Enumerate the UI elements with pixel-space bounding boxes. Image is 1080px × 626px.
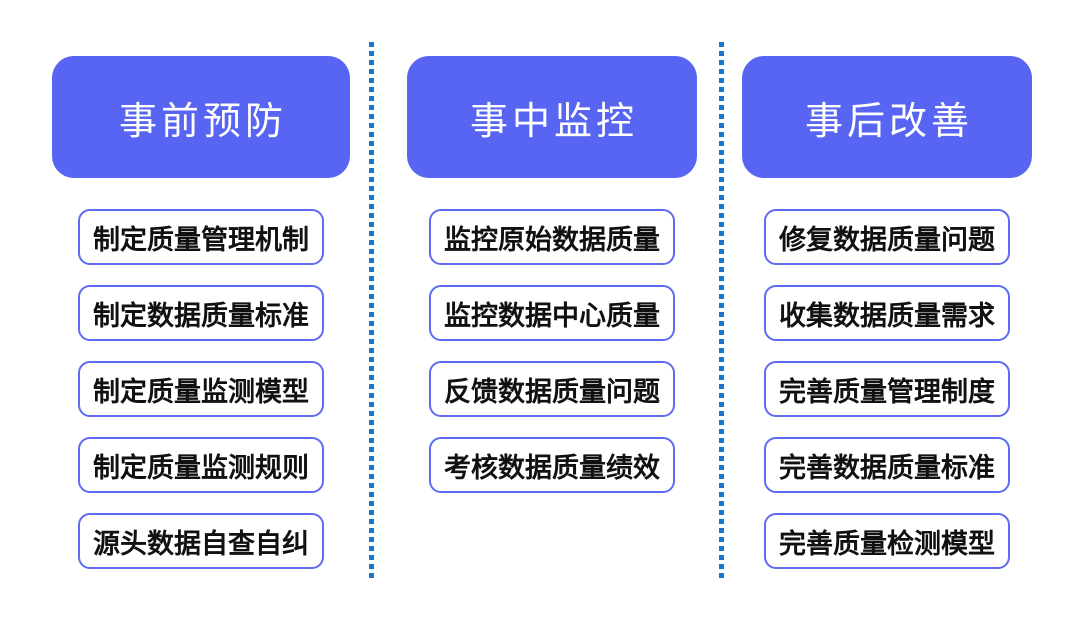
process-item: 完善质量管理制度	[764, 361, 1010, 417]
column-in-event-monitoring: 事中监控 监控原始数据质量 监控数据中心质量 反馈数据质量问题 考核数据质量绩效	[407, 56, 697, 513]
process-item: 制定质量监测模型	[78, 361, 324, 417]
process-item: 完善数据质量标准	[764, 437, 1010, 493]
process-item: 监控数据中心质量	[429, 285, 675, 341]
process-item: 制定质量管理机制	[78, 209, 324, 265]
column-header: 事后改善	[742, 56, 1032, 178]
process-item: 完善质量检测模型	[764, 513, 1010, 569]
process-item: 制定质量监测规则	[78, 437, 324, 493]
process-item: 源头数据自查自纠	[78, 513, 324, 569]
column-post-event-improvement: 事后改善 修复数据质量问题 收集数据质量需求 完善质量管理制度 完善数据质量标准…	[742, 56, 1032, 589]
process-item: 监控原始数据质量	[429, 209, 675, 265]
process-item: 制定数据质量标准	[78, 285, 324, 341]
dotted-divider	[719, 42, 724, 582]
column-header: 事前预防	[52, 56, 350, 178]
process-item: 反馈数据质量问题	[429, 361, 675, 417]
column-pre-event-prevention: 事前预防 制定质量管理机制 制定数据质量标准 制定质量监测模型 制定质量监测规则…	[52, 56, 350, 589]
process-item: 考核数据质量绩效	[429, 437, 675, 493]
process-item: 修复数据质量问题	[764, 209, 1010, 265]
process-item: 收集数据质量需求	[764, 285, 1010, 341]
dotted-divider	[369, 42, 374, 582]
column-header: 事中监控	[407, 56, 697, 178]
